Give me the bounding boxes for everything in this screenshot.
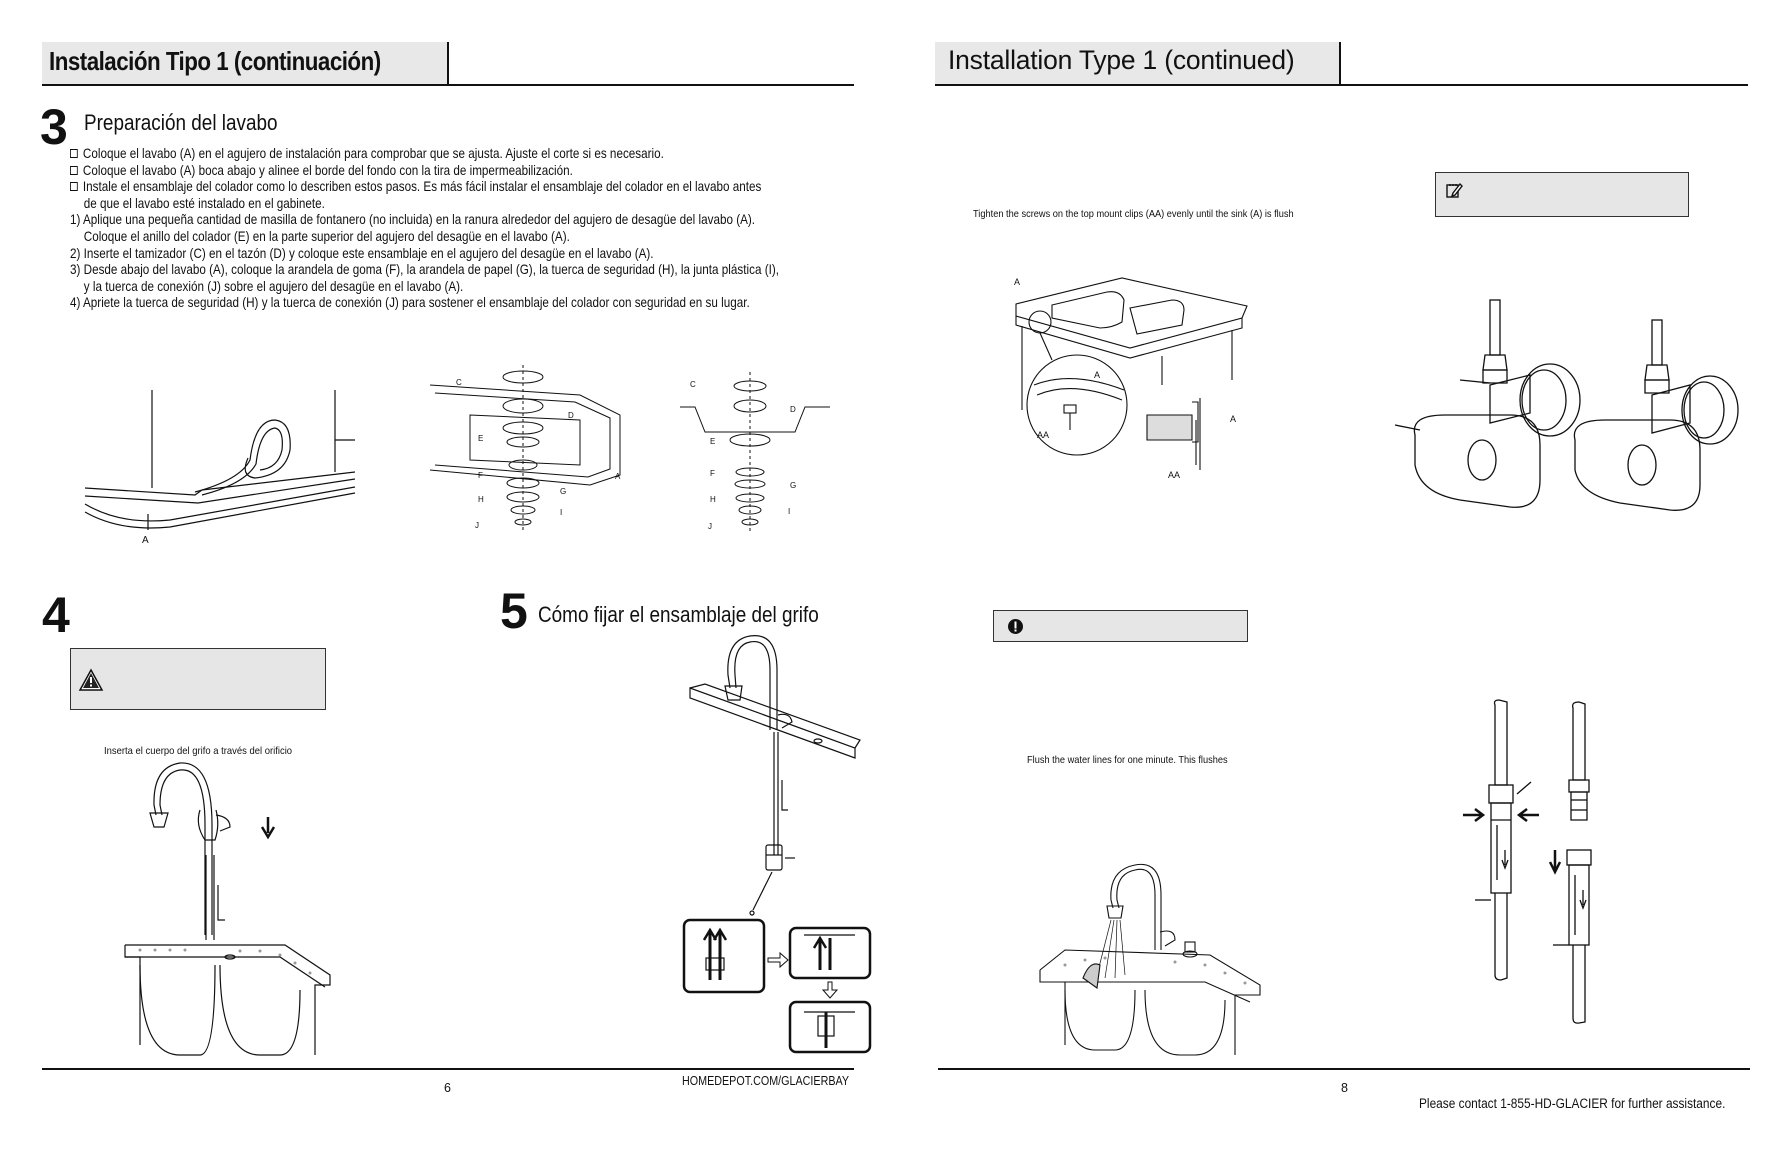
checkbox-icon (70, 182, 78, 192)
fig3-label-f: F (710, 469, 715, 478)
fig3-label-e: E (710, 437, 715, 446)
strainer-section-figure: C D E F G H I J (680, 372, 830, 532)
right-page-number: 8 (1341, 1081, 1348, 1095)
step3-line-text: 3) Desde abajo del lavabo (A), coloque l… (70, 262, 779, 278)
step3-line: 3) Desde abajo del lavabo (A), coloque l… (70, 262, 779, 279)
step3-line-text: Coloque el lavabo (A) en el agujero de i… (82, 146, 664, 161)
note-pencil-icon (1446, 182, 1463, 198)
fig2-label-d: D (568, 411, 574, 420)
step3-line: 4) Apriete la tuerca de seguridad (H) y … (70, 295, 758, 312)
checkbox-icon (70, 165, 78, 175)
right-header-rule (935, 84, 1748, 86)
fig3-label-h: H (710, 495, 716, 504)
step4-warning-box (70, 648, 326, 710)
step4-number: 4 (42, 587, 70, 643)
clip-label-aa2: AA (1168, 470, 1180, 480)
left-site-link[interactable]: HOMEDEPOT.COM/GLACIERBAY (682, 1074, 850, 1088)
left-footer-rule (42, 1068, 854, 1070)
contact-line: Please contact 1-855-HD-GLACIER for furt… (1419, 1096, 1726, 1111)
fig1-label-a: A (142, 535, 149, 546)
step3-number: 3 (40, 99, 68, 155)
right-footer-rule (938, 1068, 1750, 1070)
fig2-label-e: E (478, 434, 483, 443)
step3-line: y la tuerca de conexión (J) sobre el agu… (70, 279, 758, 296)
step3-line-text: 2) Inserte el tamizador (C) en el tazón … (70, 245, 654, 261)
warning-triangle-icon (78, 668, 104, 691)
fig2-label-h: H (478, 495, 484, 504)
quick-connect-figure (1463, 699, 1592, 1024)
step3-line-text: Coloque el lavabo (A) boca abajo y aline… (82, 162, 573, 178)
step3-line: Coloque el lavabo (A) boca abajo y aline… (70, 163, 758, 180)
step5-number: 5 (500, 583, 528, 639)
step3-line-text: 1) Aplique una pequeña cantidad de masil… (70, 212, 756, 228)
clip-label-a2: A (1094, 370, 1100, 380)
strainer-sink-figure: C D E A F G H I J (429, 365, 621, 530)
clip-label-a1: A (1014, 277, 1020, 287)
note-box (1435, 172, 1689, 217)
fig2-label-i: I (560, 508, 562, 517)
right-top-caption: Tighten the screws on the top mount clip… (973, 208, 1294, 220)
right-header-title: Installation Type 1 (continued) (948, 45, 1295, 75)
step3-line: Instale el ensamblaje del colador como l… (70, 179, 762, 196)
fig3-label-c: C (690, 380, 696, 389)
flush-faucet-figure (1039, 863, 1261, 1056)
left-header-title: Instalación Tipo 1 (continuación) (49, 46, 381, 76)
step4-caption: Inserta el cuerpo del grifo a través del… (104, 745, 293, 757)
step3-title: Preparación del lavabo (84, 110, 278, 135)
right-header-box (935, 42, 1341, 84)
fig2-label-c: C (456, 378, 462, 387)
step3-line-text: y la tuerca de conexión (J) sobre el agu… (83, 278, 464, 294)
left-header-box (42, 42, 449, 84)
faucet-assembly-figure (682, 635, 872, 1054)
step3-line: Coloque el anillo del colador (E) en la … (70, 229, 758, 246)
step3-line: 1) Aplique una pequeña cantidad de masil… (70, 212, 758, 229)
fig3-label-g: G (790, 481, 796, 490)
fig2-label-a: A (615, 472, 621, 481)
step3-line-text: Instale el ensamblaje del colador como l… (82, 179, 762, 195)
mount-clip-figure: A A AA A AA (1014, 277, 1248, 480)
clip-label-aa1: AA (1037, 430, 1049, 440)
exclamation-circle-icon (1008, 619, 1023, 634)
step3-line: Coloque el lavabo (A) en el agujero de i… (70, 146, 758, 163)
step3-line-text: Coloque el anillo del colador (E) en la … (83, 228, 570, 244)
flush-caption: Flush the water lines for one minute. Th… (1027, 754, 1228, 766)
shutoff-valves-figure (1394, 299, 1739, 511)
clip-label-a3: A (1230, 414, 1236, 424)
fig3-label-d: D (790, 405, 796, 414)
sink-strip-figure: A (84, 390, 356, 546)
step3-line: de que el lavabo esté instalado en el ga… (70, 196, 758, 213)
fig2-label-f: F (478, 471, 483, 480)
left-header-rule (42, 84, 854, 86)
step3-instructions: Coloque el lavabo (A) en el agujero de i… (70, 146, 779, 312)
fig2-label-g: G (560, 487, 566, 496)
step5-title: Cómo fijar el ensamblaje del grifo (538, 602, 819, 627)
step3-line-text: 4) Apriete la tuerca de seguridad (H) y … (70, 295, 750, 311)
fig3-label-j: J (708, 522, 712, 531)
step3-line-text: de que el lavabo esté instalado en el ga… (83, 195, 325, 211)
fig2-label-j: J (475, 521, 479, 530)
caution-box (993, 610, 1248, 642)
fig3-label-i: I (788, 507, 790, 516)
left-page-number: 6 (444, 1081, 451, 1095)
step3-line: 2) Inserte el tamizador (C) en el tazón … (70, 246, 758, 263)
faucet-insert-figure (124, 762, 331, 1056)
checkbox-icon (70, 149, 78, 158)
